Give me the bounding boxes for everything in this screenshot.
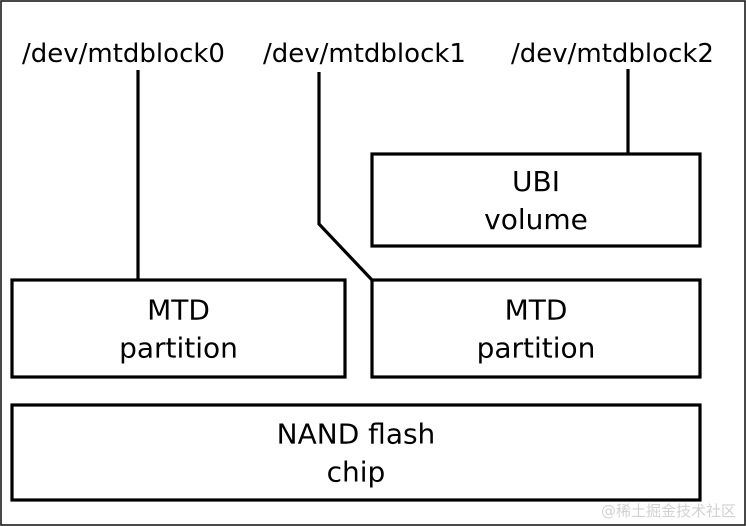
device-label-mtdblock0: /dev/mtdblock0	[22, 39, 225, 69]
watermark: @稀土掘金技术社区	[601, 502, 736, 520]
mtd-partition-left-box	[10, 278, 347, 379]
nand-flash-chip-box	[10, 403, 702, 502]
nand-flash-chip-label-line2: chip	[327, 456, 386, 489]
mtd-partition-right-label-line2: partition	[477, 332, 596, 365]
ubi-volume-label-line1: UBI	[512, 165, 560, 198]
device-label-mtdblock2: /dev/mtdblock2	[511, 39, 714, 69]
node-mtd-partition-left: MTD partition	[10, 278, 347, 379]
mtd-partition-right-box	[370, 278, 702, 379]
node-mtd-partition-right: MTD partition	[370, 278, 702, 379]
node-nand-flash-chip: NAND flash chip	[10, 403, 702, 502]
nand-flash-chip-label-line1: NAND flash	[277, 418, 436, 451]
device-label-mtdblock1: /dev/mtdblock1	[263, 39, 466, 69]
ubi-volume-box	[370, 152, 702, 248]
mtd-partition-left-label-line1: MTD	[147, 294, 210, 327]
ubi-volume-label-line2: volume	[484, 203, 588, 236]
connector-mtdblock1	[317, 72, 374, 282]
mtd-partition-left-label-line2: partition	[119, 332, 238, 365]
node-ubi-volume: UBI volume	[370, 152, 702, 248]
mtd-partition-right-label-line1: MTD	[505, 294, 568, 327]
